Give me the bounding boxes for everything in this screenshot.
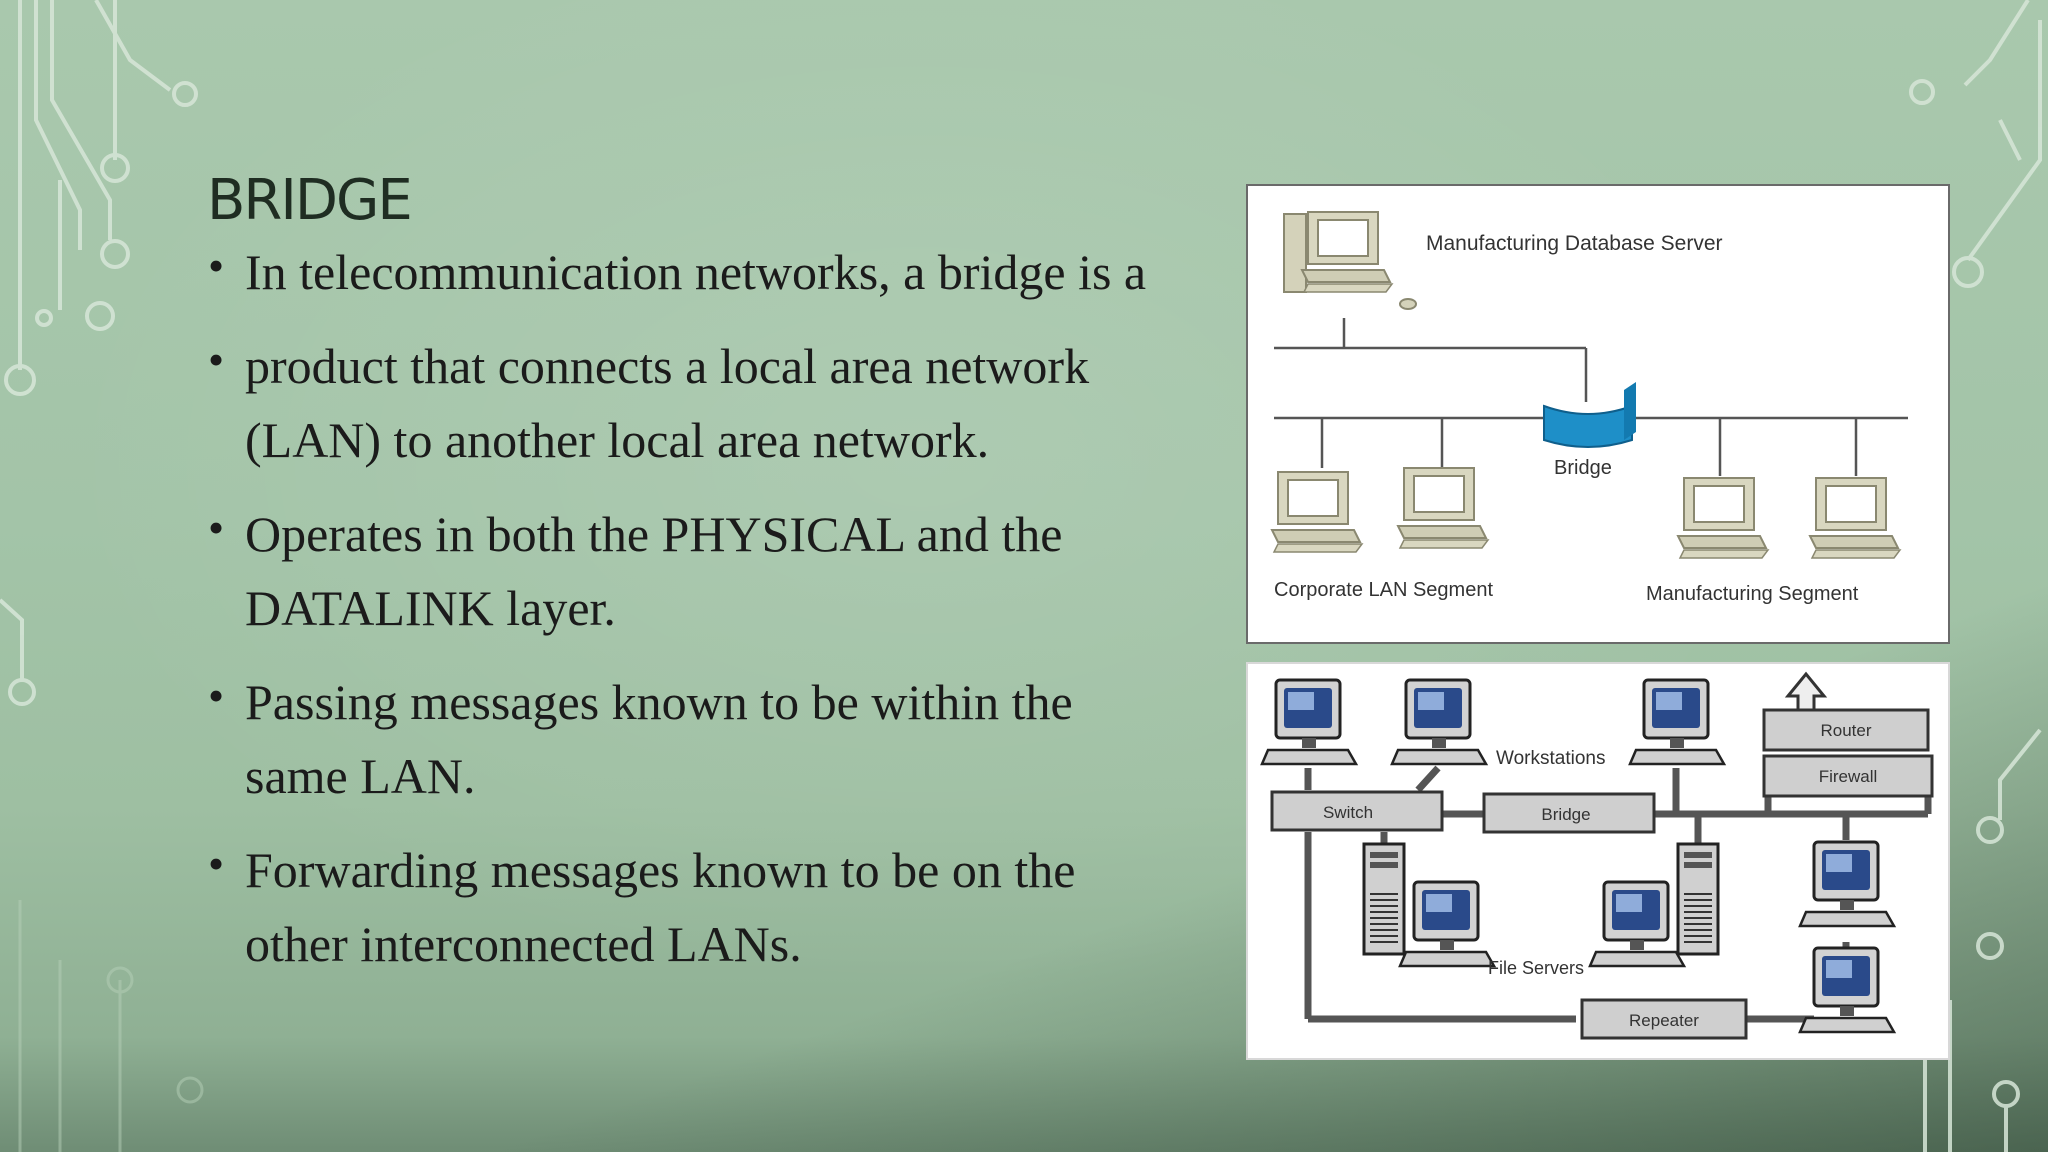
bullet-dot-icon: • xyxy=(208,334,225,385)
bullet-text: Passing messages known to be within the … xyxy=(245,674,1073,804)
bullet-dot-icon: • xyxy=(208,838,225,889)
bullet-text: product that connects a local area netwo… xyxy=(245,338,1090,468)
bullet-dot-icon: • xyxy=(208,240,225,291)
server-label: Manufacturing Database Server xyxy=(1426,232,1723,255)
file-server-tower-icon xyxy=(1676,842,1720,956)
file-servers-label: File Servers xyxy=(1488,958,1584,978)
workstation-icon xyxy=(1390,678,1488,766)
bullet-dot-icon: • xyxy=(208,670,225,721)
bullet-text: In telecommunication networks, a bridge … xyxy=(245,244,1147,300)
bullet-item: • In telecommunication networks, a bridge… xyxy=(205,235,1165,309)
repeater-label: Repeater xyxy=(1629,1011,1699,1030)
slide-title: BRIDGE xyxy=(207,167,413,233)
bullet-item: • Operates in both the PHYSICAL and the D… xyxy=(205,497,1165,645)
router-box xyxy=(1762,708,1930,752)
bridge-box xyxy=(1482,792,1656,834)
bullet-text: Operates in both the PHYSICAL and the DA… xyxy=(245,506,1063,636)
network-cables xyxy=(1304,765,1932,1023)
bullet-item: • product that connects a local area netw… xyxy=(205,329,1165,477)
file-server-monitor-icon xyxy=(1588,880,1686,968)
file-server-monitor-icon xyxy=(1398,880,1496,968)
workstation-icon xyxy=(1271,471,1363,553)
bridge-lan-diagram: Manufacturing Database Server Bridge Cor… xyxy=(1246,184,1950,644)
router-label: Router xyxy=(1820,721,1871,740)
workstation-icon xyxy=(1798,946,1896,1034)
bridge-lan-diagram-svg: Manufacturing Database Server Bridge Cor… xyxy=(1271,211,1908,605)
repeater-box xyxy=(1580,998,1748,1040)
bridge-device-icon xyxy=(1543,382,1636,448)
network-topology-diagram-svg: Workstations Router Firewall Switch Brid… xyxy=(1260,671,1934,1040)
bullet-list: • In telecommunication networks, a bridge… xyxy=(205,235,1165,1001)
network-lines xyxy=(1274,318,1908,476)
firewall-label: Firewall xyxy=(1819,767,1878,786)
workstation-icon xyxy=(1397,467,1489,549)
workstation-icon xyxy=(1677,477,1769,559)
bullet-dot-icon: • xyxy=(208,502,225,553)
bridge-label: Bridge xyxy=(1554,457,1612,479)
workstation-icon xyxy=(1798,840,1896,928)
firewall-box xyxy=(1762,754,1934,798)
workstations-label: Workstations xyxy=(1496,748,1605,769)
switch-box xyxy=(1270,790,1444,832)
corporate-segment-label: Corporate LAN Segment xyxy=(1274,579,1493,601)
network-topology-diagram: Workstations Router Firewall Switch Brid… xyxy=(1246,662,1950,1060)
bullet-text: Forwarding messages known to be on the o… xyxy=(245,842,1076,972)
switch-label: Switch xyxy=(1323,803,1373,822)
bullet-item: • Forwarding messages known to be on the … xyxy=(205,833,1165,981)
bridge-label: Bridge xyxy=(1541,805,1590,824)
workstation-icon xyxy=(1628,678,1726,766)
workstation-icon xyxy=(1809,477,1901,559)
workstation-icon xyxy=(1260,678,1358,766)
file-server-tower-icon xyxy=(1362,842,1406,956)
manufacturing-segment-label: Manufacturing Segment xyxy=(1646,583,1859,605)
router-arrow-icon xyxy=(1784,671,1828,712)
database-server-icon xyxy=(1283,211,1417,310)
bullet-item: • Passing messages known to be within the… xyxy=(205,665,1165,813)
